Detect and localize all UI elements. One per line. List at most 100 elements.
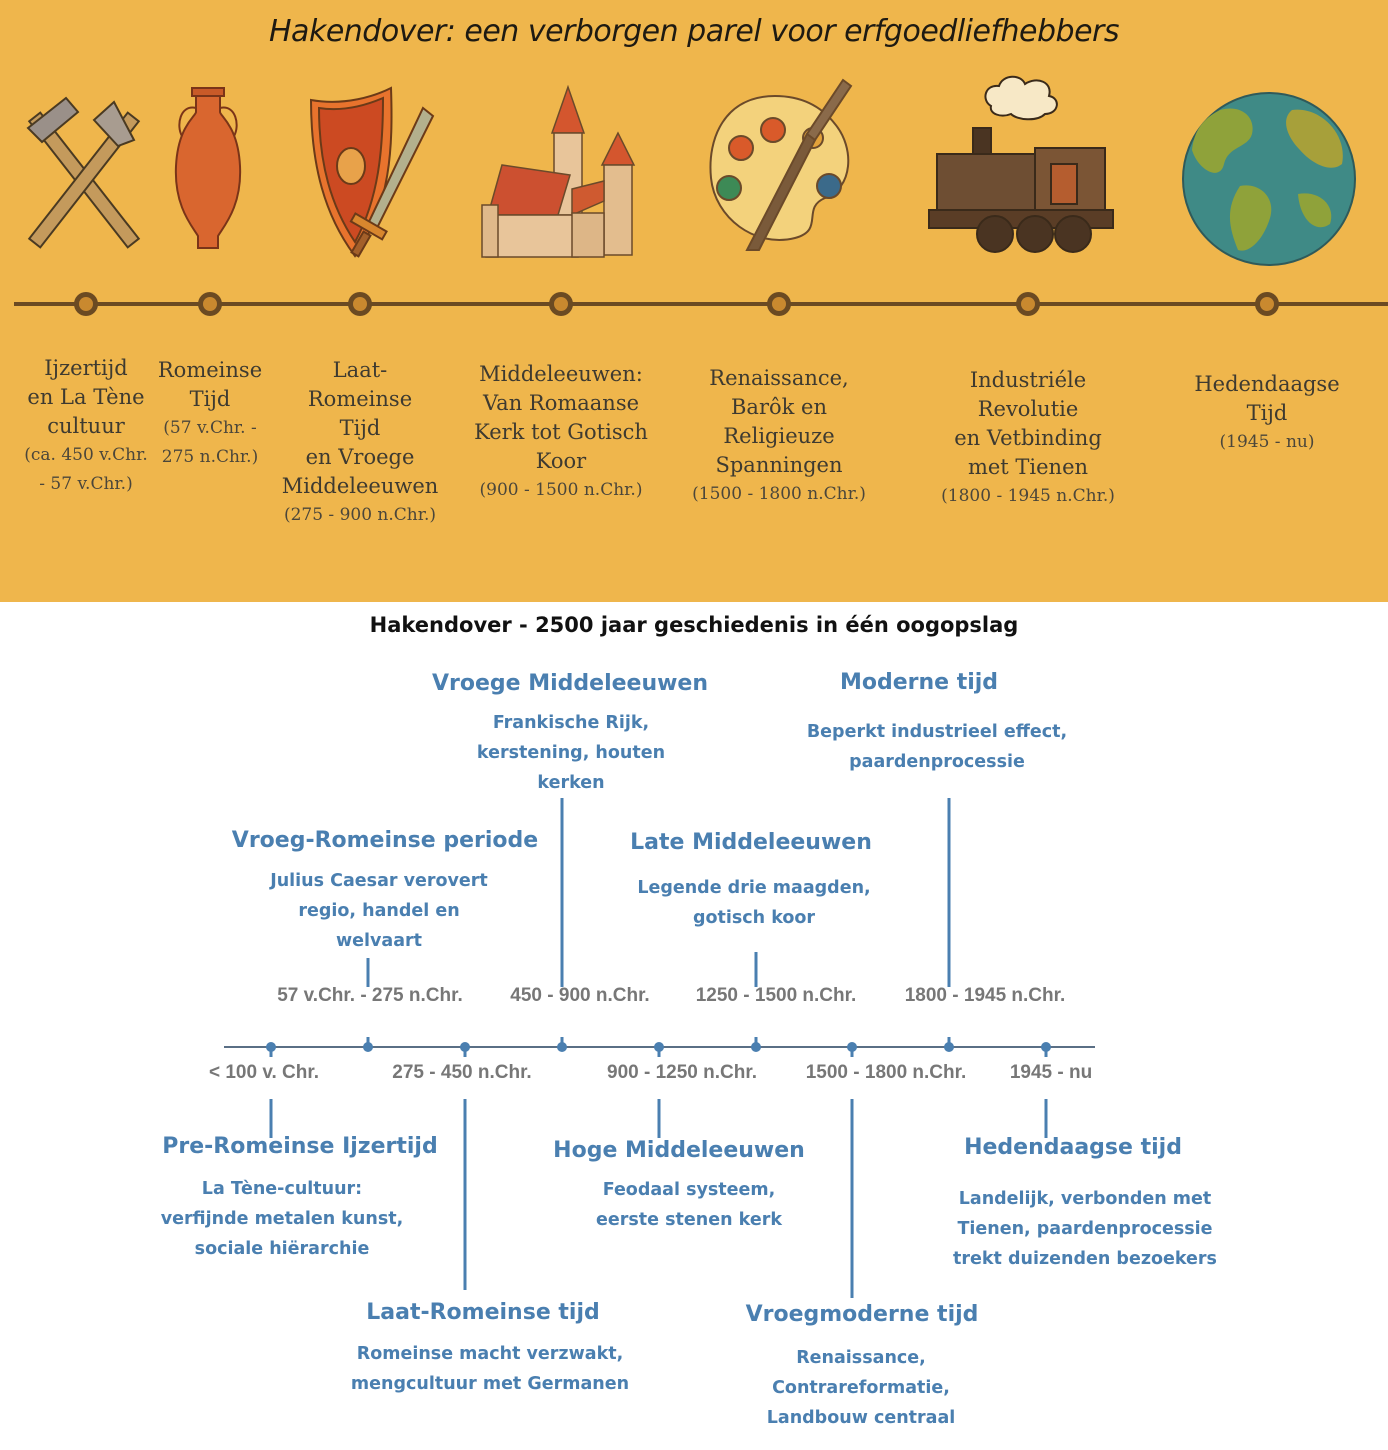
event-date-range: 1945 - nu	[1009, 1062, 1093, 1083]
event-description: Beperkt industrieel effect, paardenproces…	[807, 717, 1067, 777]
event-description-line: Frankische Rijk,	[492, 713, 650, 733]
panel-era-marker	[549, 292, 573, 316]
panel-era-marker	[348, 292, 372, 316]
event-date-range: 275 - 450 n.Chr.	[392, 1062, 532, 1083]
era-name-line: en La Tène	[27, 385, 145, 409]
era-name-line: Tijd	[339, 416, 381, 440]
event-description: Frankische Rijk, kerstening, houten kerken	[477, 708, 665, 798]
event-connector	[460, 1042, 470, 1290]
event-description-line: La Tène-cultuur:	[201, 1179, 363, 1199]
era-name-line: Van Romaanse	[482, 391, 640, 415]
event-description-line: Julius Caesar verovert	[270, 871, 488, 891]
era-name-line: Middeleeuwen	[281, 474, 439, 498]
event-description-line: mengcultuur met Germanen	[350, 1374, 630, 1394]
event-connector	[944, 798, 954, 1052]
era-name-line: Koor	[535, 449, 587, 473]
event-connector	[847, 1042, 857, 1298]
event-title-hoge-middeleeuwen: Hoge Middeleeuwen	[553, 1138, 805, 1163]
era-dates-line: - 57 v.Chr.)	[39, 474, 133, 494]
globe-icon	[1182, 92, 1356, 266]
era-dates-line: (1500 - 1800 n.Chr.)	[692, 484, 866, 504]
era-name-line: en Vetbinding	[954, 426, 1102, 450]
event-description: Legende drie maagden,gotisch koor	[637, 873, 870, 933]
event-date-range: 450 - 900 n.Chr.	[510, 985, 650, 1006]
event-connector	[751, 952, 761, 1052]
church-icon	[481, 84, 636, 258]
event-title-pre-romeinse-ijzertijd: Pre-Romeinse Ijzertijd	[162, 1134, 438, 1159]
event-connector	[557, 798, 567, 1052]
era-name-line: Industriéle Revolutie	[969, 368, 1087, 421]
era-name-line: Spanningen	[715, 453, 843, 477]
era-name-line: met Tienen	[967, 455, 1089, 479]
event-date-range: 57 v.Chr. - 275 n.Chr.	[277, 985, 463, 1006]
era-name-line: Barôk en	[731, 395, 827, 419]
paint-palette-icon	[709, 78, 853, 251]
event-description-line: verfijnde metalen kunst,	[160, 1209, 404, 1229]
era-dates-line: (57 v.Chr. -	[163, 418, 257, 438]
event-description-line: Contrareformatie,	[772, 1378, 950, 1398]
event-date-range: 1500 - 1800 n.Chr.	[805, 1062, 967, 1083]
era-name-line: Ijzertijd	[44, 356, 128, 380]
panel-era-marker	[1016, 292, 1040, 316]
event-title-vroeg-romeinse-periode: Vroeg-Romeinse periode	[231, 828, 539, 853]
event-title-vroege-middeleeuwen: Vroege Middeleeuwen	[431, 671, 709, 696]
event-description-line: eerste stenen kerk	[596, 1210, 782, 1230]
era-dates-line: 275 n.Chr.)	[161, 447, 259, 467]
panel-era-marker	[198, 292, 222, 316]
era-name-line: Romeinse	[157, 358, 263, 382]
era-name-line: Renaissance,	[709, 366, 849, 390]
panel-era-label: Industriéle Revolutie en Vetbinding met Ti…	[918, 366, 1138, 511]
era-dates-line: (1945 - nu)	[1219, 432, 1315, 452]
era-name-line: Religieuze	[723, 424, 835, 448]
event-description: La Tène-cultuur: verfijnde metalen kunst,…	[161, 1174, 404, 1264]
event-date-range: 900 - 1250 n.Chr.	[607, 1062, 757, 1083]
era-name-line: en Vroege	[305, 445, 415, 469]
event-connector	[1041, 1042, 1051, 1138]
event-description-line: Beperkt industrieel effect,	[806, 722, 1068, 742]
event-description: Renaissance, Contrareformatie, Landbouw ce…	[767, 1343, 956, 1433]
event-title-moderne-tijd: Moderne tijd	[839, 670, 999, 695]
event-title-vroegmoderne-tijd: Vroegmoderne tijd	[745, 1302, 979, 1327]
event-connector	[363, 958, 373, 1052]
era-name-line: Tijd	[189, 387, 231, 411]
era-name-line: Laat-	[332, 358, 388, 382]
event-description-line: Legende drie maagden,	[637, 878, 871, 898]
event-title-hedendaagse-tijd: Hedendaagse tijd	[964, 1135, 1182, 1160]
event-description-line: Renaissance,	[796, 1348, 926, 1368]
era-dates-line: (1800 - 1945 n.Chr.)	[941, 486, 1115, 506]
event-title-late-middeleeuwen: Late Middeleeuwen	[630, 830, 872, 855]
era-name-line: Tijd	[1246, 401, 1288, 425]
era-name-line: Hedendaagse	[1194, 372, 1340, 396]
era-name-line: cultuur	[47, 414, 125, 438]
pickaxe-hammer-icon	[26, 96, 141, 249]
panel-timeline-line	[14, 292, 1388, 316]
era-dates-line: (ca. 450 v.Chr.	[24, 445, 148, 465]
illustrated-era-panel: Hakendover: een verborgen parel voor erf…	[0, 0, 1388, 602]
event-description-line: trekt duizenden bezoekers	[953, 1249, 1217, 1269]
era-dates-line: (275 - 900 n.Chr.)	[283, 505, 437, 525]
panel-title: Hakendover: een verborgen parel voor erf…	[269, 14, 1120, 49]
event-description-line: Feodaal systeem,	[602, 1180, 776, 1200]
event-description: Feodaal systeem, eerste stenen kerk	[596, 1175, 782, 1235]
event-title-laat-romeinse-tijd: Laat-Romeinse tijd	[366, 1300, 600, 1325]
event-description-line: Landbouw centraal	[766, 1408, 956, 1428]
event-description-line: kerken	[537, 773, 605, 793]
event-description-line: Romeinse macht verzwakt,	[356, 1344, 624, 1364]
steam-locomotive-icon	[928, 75, 1114, 253]
event-description-line: kerstening, houten	[476, 743, 666, 763]
shield-sword-icon	[309, 86, 435, 258]
panel-era-marker	[767, 292, 791, 316]
era-name-line: Kerk tot Gotisch	[474, 420, 648, 444]
panel-era-marker	[1255, 292, 1279, 316]
event-date-range: 1800 - 1945 n.Chr.	[904, 985, 1066, 1006]
amphora-icon	[174, 87, 242, 249]
era-name-line: Middeleeuwen:	[479, 362, 643, 386]
event-description-line: paardenprocessie	[849, 752, 1025, 772]
